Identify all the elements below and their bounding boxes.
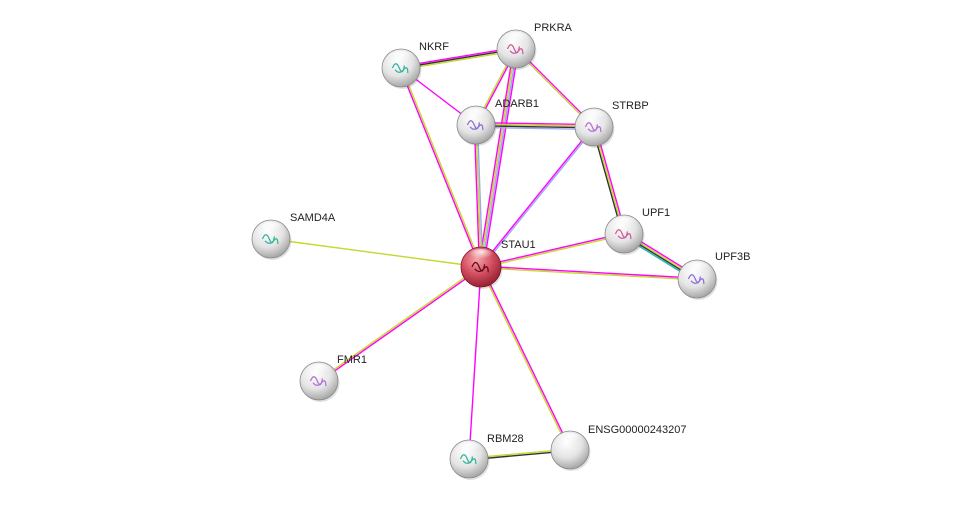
node-highlight bbox=[611, 216, 637, 231]
edge-stau1-prkra[interactable] bbox=[477, 48, 520, 268]
protein-structure-icon bbox=[584, 122, 602, 133]
node-highlight bbox=[463, 107, 489, 122]
edge-evidence-line bbox=[476, 123, 595, 127]
edge-evidence-line bbox=[480, 232, 624, 267]
edge-evidence-line bbox=[481, 234, 625, 269]
node-highlight bbox=[388, 50, 414, 65]
node-label: PRKRA bbox=[534, 22, 573, 34]
node-upf1[interactable]: UPF1 bbox=[604, 207, 670, 255]
edge-stau1-nkrf[interactable] bbox=[399, 67, 483, 268]
edge-evidence-line bbox=[479, 48, 516, 267]
node-fmr1[interactable]: FMR1 bbox=[299, 354, 367, 402]
node-ensg00000243207[interactable]: ENSG00000243207 bbox=[550, 424, 686, 471]
edge-evidence-line bbox=[482, 49, 520, 268]
edge-evidence-line bbox=[318, 265, 481, 381]
edge-stau1-ensg00000243207[interactable] bbox=[479, 266, 572, 451]
node-highlight bbox=[468, 249, 494, 263]
protein-structure-icon bbox=[261, 234, 279, 245]
edge-stau1-samd4a[interactable] bbox=[270, 238, 482, 268]
node-adarb1[interactable]: ADARB1 bbox=[456, 98, 539, 146]
protein-structure-icon bbox=[391, 63, 409, 74]
edge-evidence-line bbox=[468, 266, 482, 460]
node-highlight bbox=[258, 221, 284, 236]
edge-evidence-line bbox=[475, 124, 482, 268]
edge-evidence-line bbox=[479, 267, 570, 451]
node-label: SAMD4A bbox=[290, 212, 336, 224]
node-label: RBM28 bbox=[487, 433, 524, 445]
node-highlight bbox=[684, 261, 710, 276]
edge-evidence-line bbox=[319, 267, 482, 383]
edge-evidence-line bbox=[476, 121, 595, 126]
node-label: NKRF bbox=[419, 41, 449, 53]
node-strbp[interactable]: STRBP bbox=[574, 100, 649, 148]
edge-evidence-line bbox=[479, 126, 594, 267]
edge-stau1-upf3b[interactable] bbox=[480, 265, 698, 281]
protein-structure-icon bbox=[614, 229, 632, 240]
edge-evidence-line bbox=[475, 126, 594, 131]
edge-evidence-line bbox=[400, 48, 517, 69]
edge-evidence-line bbox=[481, 265, 698, 279]
nodes-layer: STAU1 NKRF PRKRA ADARB1 STRBP SAMD4A UPF1UPF3B… bbox=[251, 22, 750, 480]
edge-stau1-adarb1[interactable] bbox=[473, 124, 484, 268]
edge-evidence-line bbox=[481, 49, 518, 268]
node-highlight bbox=[503, 31, 529, 46]
node-nkrf[interactable]: NKRF bbox=[381, 41, 449, 89]
edge-evidence-line bbox=[400, 46, 516, 68]
node-highlight bbox=[581, 109, 607, 124]
edge-evidence-line bbox=[475, 125, 594, 129]
protein-structure-icon bbox=[687, 274, 705, 285]
protein-structure-icon bbox=[459, 454, 477, 465]
node-label: ENSG00000243207 bbox=[588, 424, 686, 436]
edge-evidence-line bbox=[476, 124, 484, 267]
edge-stau1-strbp[interactable] bbox=[479, 126, 596, 268]
node-samd4a[interactable]: SAMD4A bbox=[251, 212, 336, 260]
edge-evidence-line bbox=[401, 49, 517, 71]
node-highlight bbox=[557, 432, 583, 447]
edge-evidence-line bbox=[480, 267, 697, 281]
node-rbm28[interactable]: RBM28 bbox=[449, 433, 524, 480]
edge-evidence-line bbox=[477, 48, 515, 267]
node-highlight bbox=[306, 363, 332, 378]
node-highlight bbox=[456, 441, 482, 456]
edge-evidence-line bbox=[399, 68, 481, 268]
node-label: STRBP bbox=[612, 100, 649, 112]
node-upf3b[interactable]: UPF3B bbox=[677, 251, 750, 300]
protein-structure-icon bbox=[466, 120, 484, 131]
edge-evidence-line bbox=[481, 266, 572, 450]
edge-evidence-line bbox=[481, 127, 596, 268]
protein-structure-icon bbox=[309, 376, 327, 387]
edge-evidence-line bbox=[401, 67, 483, 267]
protein-structure-icon bbox=[506, 44, 524, 55]
node-stau1[interactable]: STAU1 bbox=[460, 239, 536, 289]
edge-stau1-upf1[interactable] bbox=[480, 232, 625, 269]
edge-nkrf-prkra[interactable] bbox=[400, 46, 517, 71]
node-label: FMR1 bbox=[337, 354, 367, 366]
edge-evidence-line bbox=[473, 125, 481, 268]
edge-stau1-fmr1[interactable] bbox=[318, 265, 482, 383]
node-label: STAU1 bbox=[501, 239, 536, 251]
node-label: UPF3B bbox=[715, 251, 750, 263]
edge-stau1-rbm28[interactable] bbox=[468, 266, 482, 460]
node-prkra[interactable]: PRKRA bbox=[496, 22, 573, 70]
node-label: UPF1 bbox=[642, 207, 670, 219]
node-label: ADARB1 bbox=[495, 98, 539, 110]
protein-structure-icon bbox=[471, 261, 489, 273]
edge-evidence-line bbox=[270, 238, 482, 268]
edge-adarb1-strbp[interactable] bbox=[475, 121, 595, 131]
